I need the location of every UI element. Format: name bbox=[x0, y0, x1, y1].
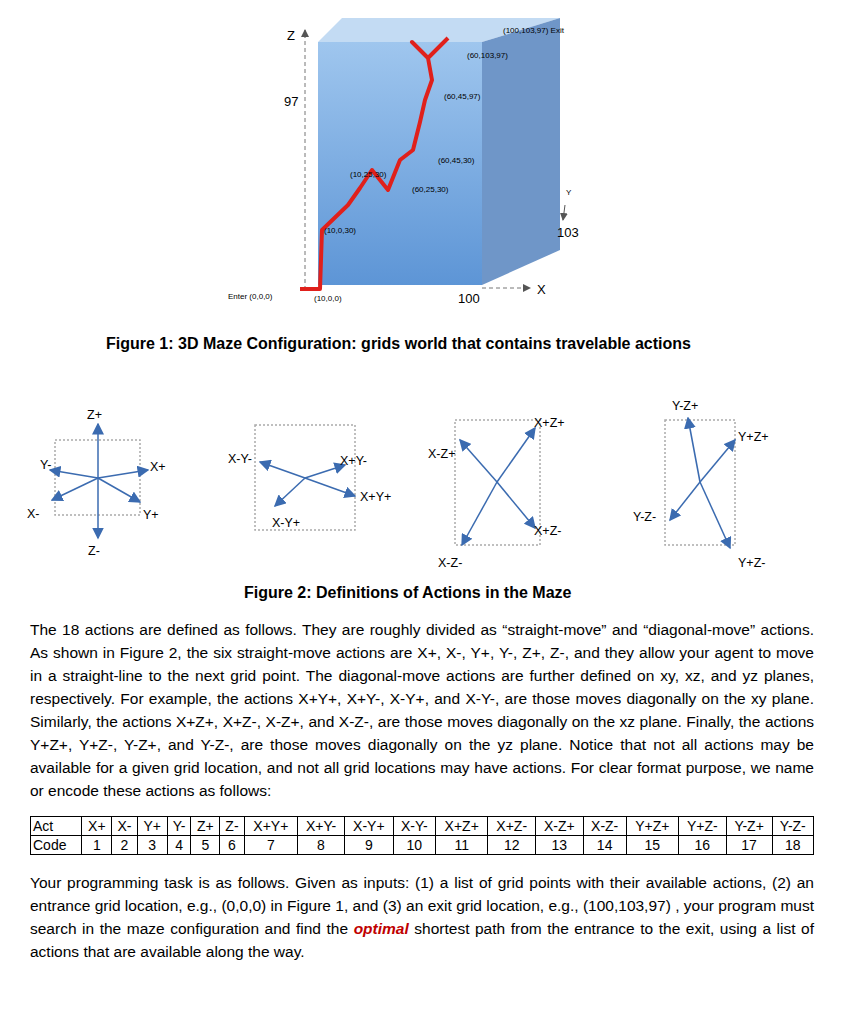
table-cell: 18 bbox=[772, 836, 813, 855]
axis-label: Y bbox=[566, 188, 571, 197]
table-cell: X+Z- bbox=[488, 817, 536, 836]
axis-label: (60,103,97) bbox=[467, 51, 508, 60]
table-cell: 9 bbox=[345, 836, 394, 855]
table-cell: Z- bbox=[220, 817, 244, 836]
table-cell: 11 bbox=[436, 836, 488, 855]
axis-label: 97 bbox=[284, 94, 298, 109]
table-cell: Y-Z- bbox=[772, 817, 813, 836]
action-label: X+ bbox=[150, 460, 166, 474]
axis-label: Enter (0,0,0) bbox=[228, 292, 272, 301]
table-cell: 17 bbox=[726, 836, 772, 855]
action-label: X- bbox=[27, 507, 40, 521]
table-cell: 8 bbox=[298, 836, 345, 855]
axis-label: (60,45,30) bbox=[438, 156, 474, 165]
action-label: X-Z- bbox=[438, 556, 462, 570]
table-cell: 13 bbox=[536, 836, 584, 855]
axis-label: Z bbox=[287, 28, 295, 43]
table-cell: X+Z+ bbox=[436, 817, 488, 836]
action-label: Y-Z+ bbox=[672, 399, 698, 413]
action-label: X+Y- bbox=[340, 454, 367, 468]
table-cell: 15 bbox=[626, 836, 678, 855]
table-cell: Y- bbox=[167, 817, 191, 836]
action-label: X-Y+ bbox=[272, 516, 300, 530]
axis-label: (10,25,30) bbox=[350, 170, 386, 179]
table-cell: Y+ bbox=[137, 817, 167, 836]
table-cell: 6 bbox=[220, 836, 244, 855]
table-cell: X+Y- bbox=[298, 817, 345, 836]
emphasis: optimal bbox=[354, 920, 409, 937]
axis-label: (10,0,0) bbox=[314, 294, 342, 303]
table-cell: X- bbox=[112, 817, 137, 836]
table-cell: Code bbox=[31, 836, 82, 855]
table-cell: 14 bbox=[583, 836, 626, 855]
text-flow: The 18 actions are defined as follows. T… bbox=[30, 618, 814, 963]
action-label: Z+ bbox=[87, 408, 102, 422]
table-cell: X-Z+ bbox=[536, 817, 584, 836]
figure-caption: Figure 2: Definitions of Actions in the … bbox=[244, 584, 571, 602]
paragraph: Your programming task is as follows. Giv… bbox=[30, 871, 814, 963]
table-cell: Z+ bbox=[191, 817, 220, 836]
table-cell: 5 bbox=[191, 836, 220, 855]
action-table: ActX+X-Y+Y-Z+Z-X+Y+X+Y-X-Y+X-Y-X+Z+X+Z-X… bbox=[30, 816, 814, 855]
table-cell: 3 bbox=[137, 836, 167, 855]
action-icons bbox=[50, 418, 735, 548]
table-cell: X-Y- bbox=[393, 817, 435, 836]
table-cell: Y-Z+ bbox=[726, 817, 772, 836]
table-cell: X-Y+ bbox=[345, 817, 394, 836]
table-cell: X+Y+ bbox=[244, 817, 297, 836]
action-label: X-Z+ bbox=[428, 447, 455, 461]
table-cell: Y+Z+ bbox=[626, 817, 678, 836]
table-cell: X-Z- bbox=[583, 817, 626, 836]
axis-label: X bbox=[537, 282, 546, 297]
table-cell: 10 bbox=[393, 836, 435, 855]
action-label: Z- bbox=[88, 544, 100, 558]
axis-label: (100,103,97) Exit bbox=[503, 26, 564, 35]
action-label: X-Y- bbox=[228, 452, 252, 466]
table-cell: 1 bbox=[82, 836, 112, 855]
table-cell: Y+Z- bbox=[678, 817, 726, 836]
table-cell: 12 bbox=[488, 836, 536, 855]
action-label: X+Z- bbox=[534, 524, 561, 538]
figure-caption: Figure 1: 3D Maze Configuration: grids w… bbox=[106, 335, 691, 353]
action-label: X+Y+ bbox=[360, 490, 391, 504]
axis-label: 100 bbox=[458, 291, 480, 306]
action-label: X+Z+ bbox=[534, 416, 565, 430]
axis-label: 103 bbox=[557, 225, 579, 240]
table-cell: 16 bbox=[678, 836, 726, 855]
axis-label: (10,0,30) bbox=[324, 226, 356, 235]
table-cell: 7 bbox=[244, 836, 297, 855]
action-label: Y-Z- bbox=[633, 510, 656, 524]
action-label: Y+Z+ bbox=[738, 430, 769, 444]
axis-label: (60,45,97) bbox=[444, 92, 480, 101]
axis-label: (60,25,30) bbox=[412, 185, 448, 194]
table-cell: 2 bbox=[112, 836, 137, 855]
action-label: Y+ bbox=[143, 508, 159, 522]
action-label: Y+Z- bbox=[738, 556, 765, 570]
maze-cube bbox=[300, 18, 565, 290]
table-cell: Act bbox=[31, 817, 82, 836]
action-label: Y- bbox=[40, 458, 51, 472]
table-cell: 4 bbox=[167, 836, 191, 855]
paragraph: The 18 actions are defined as follows. T… bbox=[30, 618, 814, 802]
table-cell: X+ bbox=[82, 817, 112, 836]
